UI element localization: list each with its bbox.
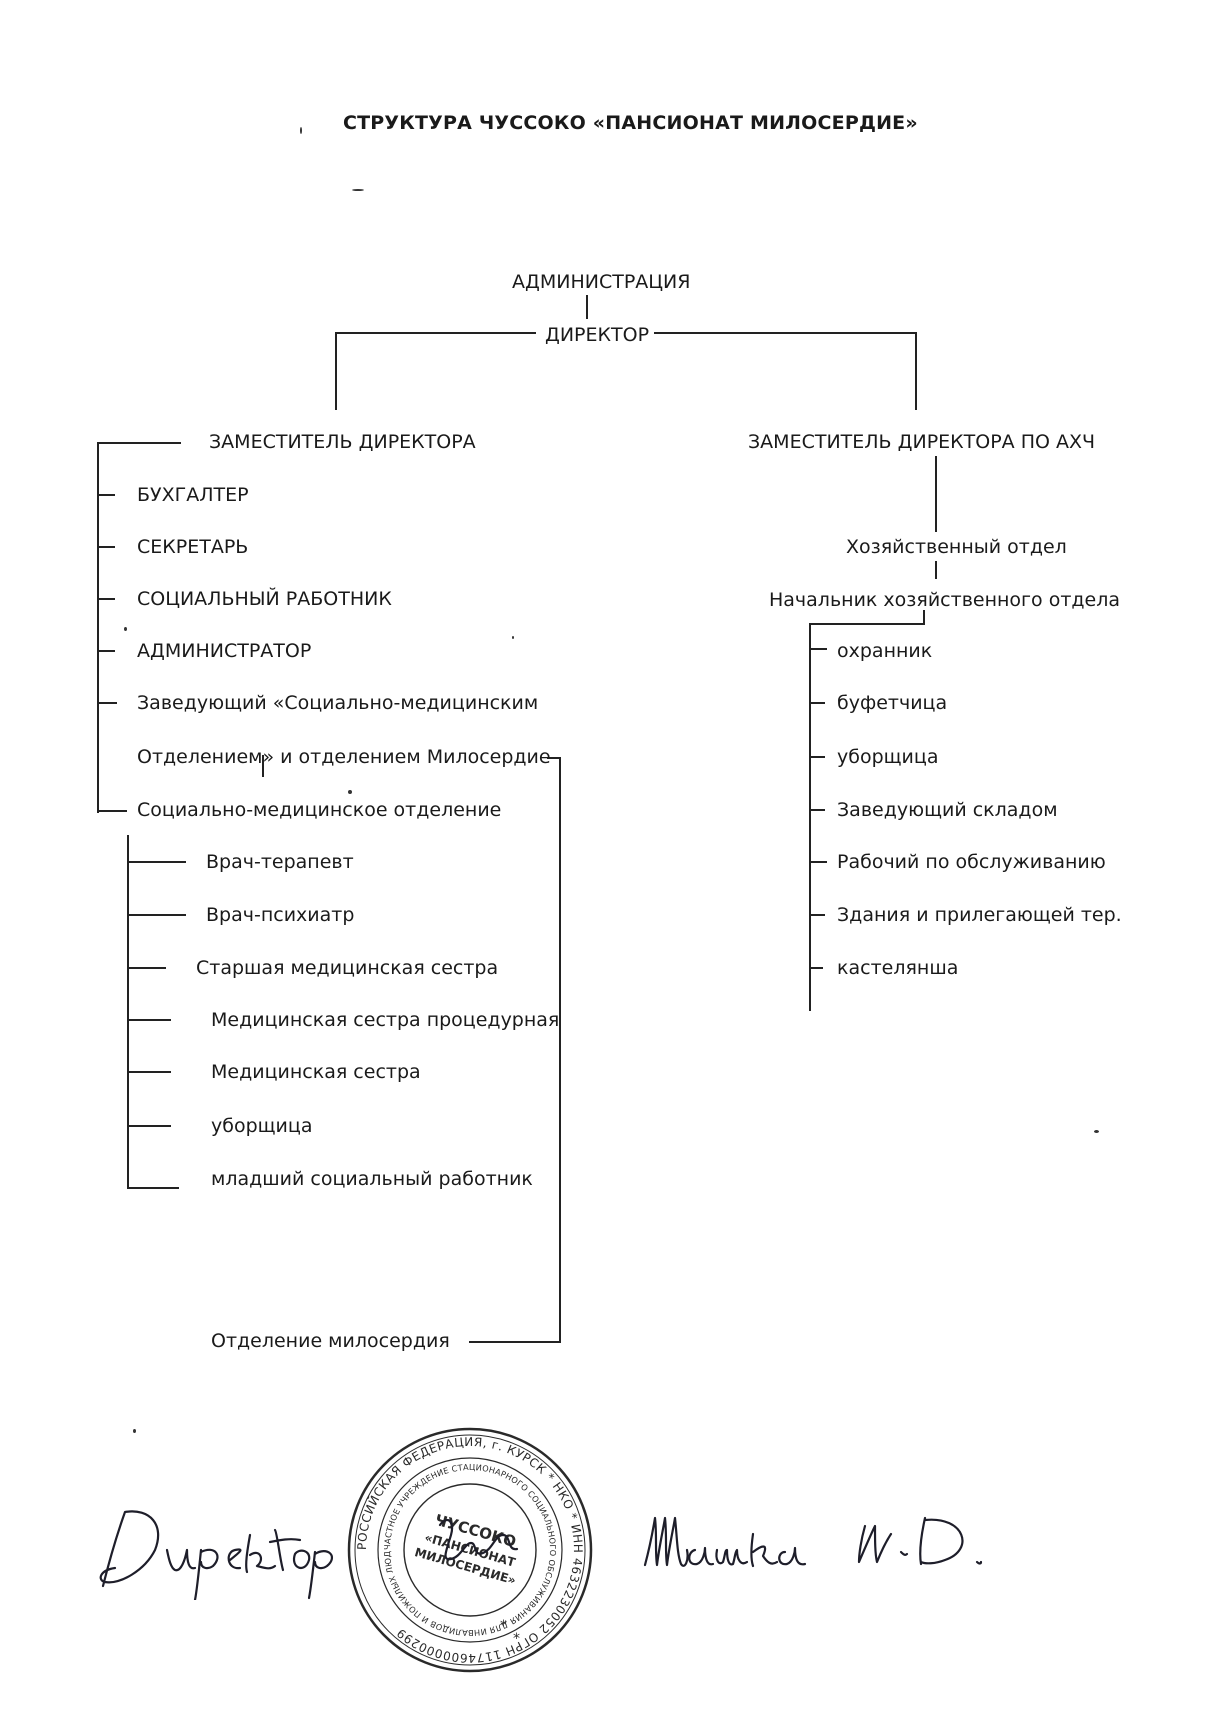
page-title: СТРУКТУРА ЧУССОКО «ПАНСИОНАТ МИЛОСЕРДИЕ» xyxy=(343,112,918,134)
left-item: Отделением» и отделением Милосердие xyxy=(137,746,551,768)
left-item: Социально-медицинское отделение xyxy=(137,799,502,821)
left-item: БУХГАЛТЕР xyxy=(137,484,249,506)
medical-dept-item: младший социальный работник xyxy=(211,1168,533,1190)
scan-speck xyxy=(1094,1130,1099,1133)
scan-speck xyxy=(300,127,302,134)
medical-dept-item: Врач-психиатр xyxy=(206,904,355,926)
right-item: буфетчица xyxy=(837,692,948,714)
right-item: Рабочий по обслуживанию xyxy=(837,851,1106,873)
director-label: ДИРЕКТОР xyxy=(545,324,650,346)
medical-dept-item: Врач-терапевт xyxy=(206,851,354,873)
deputy-director-ahch-label: ЗАМЕСТИТЕЛЬ ДИРЕКТОРА ПО АХЧ xyxy=(748,431,1096,453)
administration-label: АДМИНИСТРАЦИЯ xyxy=(512,271,691,293)
right-item: Здания и прилегающей тер. xyxy=(837,904,1122,926)
organization-seal: РОССИЙСКАЯ ФЕДЕРАЦИЯ, г. КУРСК * НКО * И… xyxy=(345,1425,593,1673)
deputy-director-label: ЗАМЕСТИТЕЛЬ ДИРЕКТОРА xyxy=(209,431,476,453)
left-item: СЕКРЕТАРЬ xyxy=(137,536,249,558)
medical-dept-item: уборщица xyxy=(211,1115,313,1137)
left-item: СОЦИАЛЬНЫЙ РАБОТНИК xyxy=(137,588,392,610)
household-dept-head-label: Начальник хозяйственного отдела xyxy=(769,589,1120,611)
scan-speck xyxy=(124,627,127,631)
seal-star-icon: * xyxy=(500,1618,507,1634)
medical-dept-item: Медицинская сестра процедурная xyxy=(211,1009,560,1031)
right-item: Заведующий складом xyxy=(837,799,1058,821)
right-item: уборщица xyxy=(837,746,939,768)
left-item: Заведующий «Социально-медицинским xyxy=(137,692,539,714)
seal-star-icon: * xyxy=(513,1631,520,1647)
handwritten-name-signature xyxy=(643,1516,983,1568)
scan-speck xyxy=(352,189,364,191)
household-dept-label: Хозяйственный отдел xyxy=(846,536,1067,558)
medical-dept-item: Медицинская сестра xyxy=(211,1061,421,1083)
mercy-dept-label: Отделение милосердия xyxy=(211,1330,450,1352)
right-item: охранник xyxy=(837,640,933,662)
scan-speck xyxy=(348,790,352,794)
right-item: кастелянша xyxy=(837,957,959,979)
scan-speck xyxy=(512,636,514,639)
scan-speck xyxy=(133,1429,136,1433)
medical-dept-item: Старшая медицинская сестра xyxy=(196,957,499,979)
left-item: АДМИНИСТРАТОР xyxy=(137,640,312,662)
handwritten-role-signature xyxy=(99,1510,333,1600)
